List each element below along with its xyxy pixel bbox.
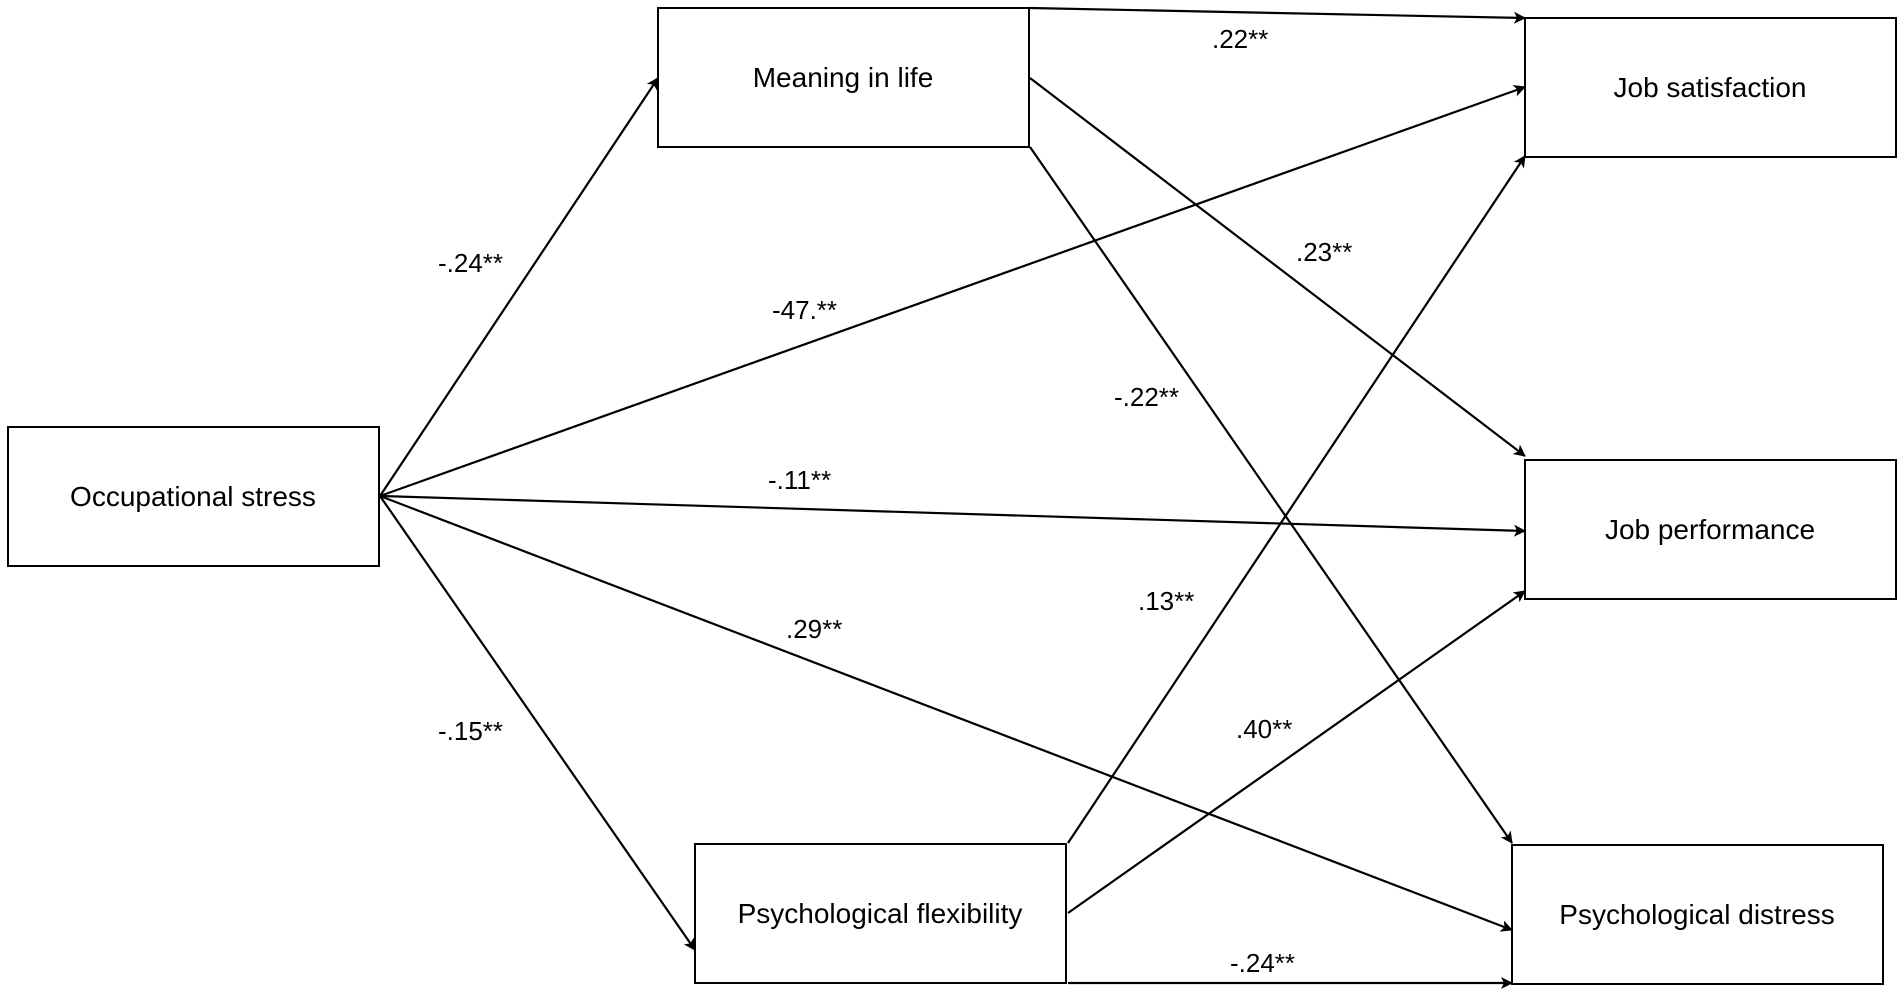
edge-stress-to-flexibility: [379, 495, 696, 951]
node-psychological-distress: Psychological distress: [1511, 844, 1884, 985]
edge-flexibility-to-performance: [1067, 590, 1526, 914]
node-label: Occupational stress: [70, 481, 316, 512]
node-box: [1524, 459, 1897, 600]
label-meaning-to-performance: .23**: [1296, 237, 1352, 267]
edge-flexibility-to-satisfaction: [1067, 155, 1526, 844]
node-box: [1511, 844, 1884, 985]
edge-meaning-to-satisfaction: [1029, 6, 1526, 24]
node-occupational-stress: Occupational stress: [7, 426, 380, 567]
edge-meaning-to-performance: [1029, 77, 1526, 457]
node-label: Psychological distress: [1559, 899, 1834, 930]
node-label: Job satisfaction: [1614, 72, 1807, 103]
label-stress-to-meaning: -.24**: [438, 248, 503, 278]
edge-stress-to-meaning: [379, 77, 659, 497]
label-meaning-to-satisfaction: .22**: [1212, 24, 1268, 54]
edge-labels: -.24** -.15** -47.** -.11** .29** .22** …: [438, 24, 1352, 978]
node-job-satisfaction: Job satisfaction: [1524, 17, 1897, 158]
label-stress-to-performance: -.11**: [768, 465, 831, 495]
node-box: [694, 843, 1067, 984]
label-flexibility-to-distress: -.24**: [1230, 948, 1295, 978]
node-label: Job performance: [1605, 514, 1815, 545]
node-box: [1524, 17, 1897, 158]
edges: [379, 6, 1526, 989]
edge-stress-to-distress: [379, 494, 1513, 932]
label-flexibility-to-satisfaction: .13**: [1138, 586, 1194, 616]
label-stress-to-satisfaction: -47.**: [772, 295, 837, 325]
label-stress-to-flexibility: -.15**: [438, 716, 503, 746]
label-meaning-to-distress: -.22**: [1114, 382, 1179, 412]
node-job-performance: Job performance: [1524, 459, 1897, 600]
node-psychological-flexibility: Psychological flexibility: [694, 843, 1067, 984]
node-label: Meaning in life: [753, 62, 934, 93]
edge-stress-to-satisfaction: [379, 85, 1526, 498]
node-meaning-in-life: Meaning in life: [657, 7, 1030, 148]
edge-stress-to-performance: [379, 494, 1526, 537]
label-flexibility-to-performance: .40**: [1236, 714, 1292, 744]
edge-meaning-to-distress: [1029, 146, 1513, 844]
label-stress-to-distress: .29**: [786, 614, 842, 644]
node-box: [657, 7, 1030, 148]
node-label: Psychological flexibility: [738, 898, 1023, 929]
node-box: [7, 426, 380, 567]
